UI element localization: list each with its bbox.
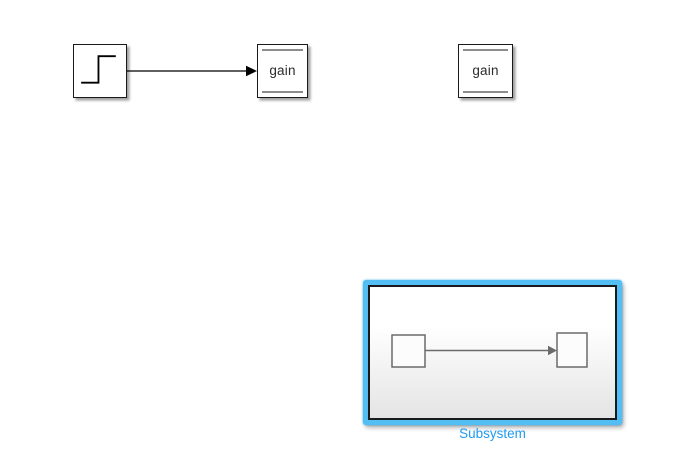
gain-block-2-label: gain xyxy=(472,63,499,79)
gain-block-2[interactable]: gain xyxy=(458,44,513,98)
gain-block-1-label: gain xyxy=(269,63,296,79)
subsystem-block-body[interactable] xyxy=(368,285,617,420)
subsystem-label[interactable]: Subsystem xyxy=(459,426,526,441)
step-waveform-icon xyxy=(81,55,116,84)
block-bottom-rule xyxy=(463,91,508,93)
block-top-rule xyxy=(262,49,303,51)
gain-block-1[interactable]: gain xyxy=(257,44,308,98)
outport-square-icon xyxy=(556,332,588,368)
subsystem-thumbnail-icon xyxy=(391,332,588,368)
arrowhead-icon xyxy=(246,65,257,77)
step-block[interactable] xyxy=(73,44,127,98)
block-top-rule xyxy=(463,49,508,51)
subsystem-block[interactable] xyxy=(363,280,622,425)
block-bottom-rule xyxy=(262,91,303,93)
signal-line[interactable] xyxy=(127,65,257,77)
inport-square-icon xyxy=(391,334,426,368)
inner-arrowhead-icon xyxy=(548,345,557,356)
